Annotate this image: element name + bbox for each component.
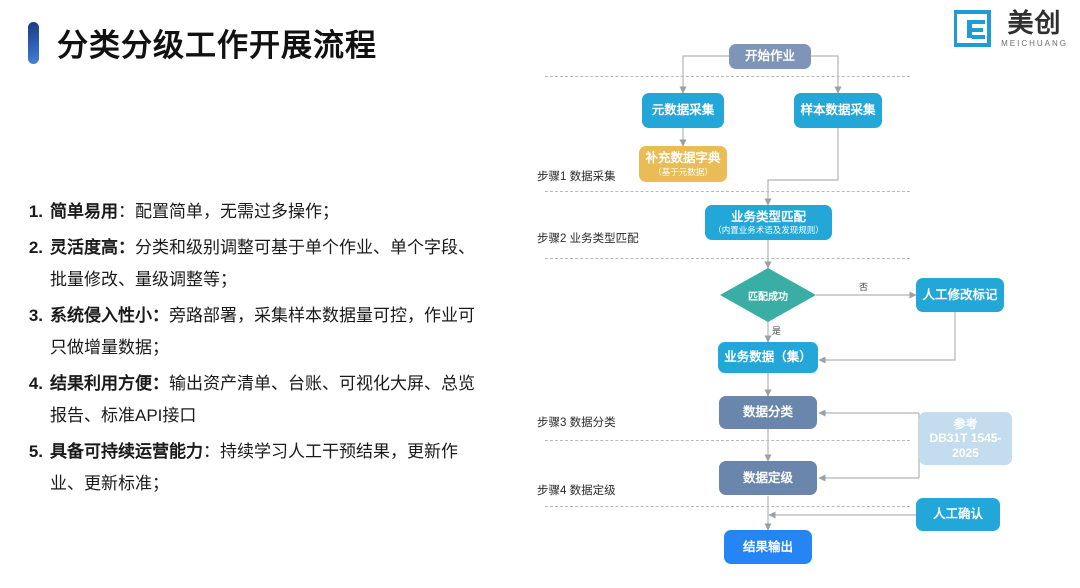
logo-chinese-name: 美创 (1007, 8, 1062, 38)
node-supplement-data-dictionary-sub: （基于元数据） (653, 166, 713, 177)
title-accent-bar (28, 21, 39, 64)
list-item: 1. 简单易用：配置简单，无需过多操作； (20, 196, 490, 228)
node-start-label: 开始作业 (744, 49, 795, 64)
node-business-type-match-label: 业务类型匹配 (730, 209, 806, 224)
step-label-3: 步骤3 数据分类 (537, 417, 616, 429)
list-item-text: 具备可持续运营能力：持续学习人工干预结果，更新作业、更新标准； (50, 436, 490, 500)
node-reference-standard[interactable]: 参考 DB31T 1545-2025 (919, 412, 1012, 465)
page-title: 分类分级工作开展流程 (28, 20, 377, 65)
list-item-rest: ：配置简单，无需过多操作； (118, 202, 339, 221)
list-item-number: 2. (28, 238, 43, 257)
step-label-1: 步骤1 数据采集 (537, 171, 616, 183)
node-business-data-set[interactable]: 业务数据（集） (718, 342, 818, 373)
node-data-classification-label: 数据分类 (742, 405, 793, 420)
node-supplement-data-dictionary-label: 补充数据字典 (645, 151, 721, 166)
node-manual-confirm-label: 人工确认 (932, 507, 983, 522)
list-item-rest: 分类和级别调整可基于单个作业、单个字段、批量修改、量级调整等； (50, 238, 475, 289)
list-item-number: 5. (28, 442, 43, 461)
title-text: 分类分级工作开展流程 (57, 28, 377, 63)
node-data-grading[interactable]: 数据定级 (719, 461, 817, 495)
step-label-4: 步骤4 数据定级 (537, 485, 616, 497)
list-item-text: 结果利用方便：输出资产清单、台账、可视化大屏、总览报告、标准API接口 (50, 368, 490, 432)
list-item-text: 系统侵入性小：旁路部署，采集样本数据量可控，作业可只做增量数据； (50, 300, 490, 364)
list-item-text: 灵活度高：分类和级别调整可基于单个作业、单个字段、批量修改、量级调整等； (50, 232, 490, 296)
list-item-bold: 灵活度高： (50, 238, 135, 257)
process-flowchart: 步骤1 数据采集 步骤2 业务类型匹配 步骤3 数据分类 步骤4 数据定级 开始… (520, 0, 1080, 588)
list-item: 5. 具备可持续运营能力：持续学习人工干预结果，更新作业、更新标准； (20, 436, 490, 500)
list-item-rest: 输出资产清单、台账、可视化大屏、总览报告、标准API接口 (50, 374, 475, 425)
list-item: 2. 灵活度高：分类和级别调整可基于单个作业、单个字段、批量修改、量级调整等； (20, 232, 490, 296)
node-sample-data-collection[interactable]: 样本数据采集 (794, 93, 882, 128)
node-start[interactable]: 开始作业 (729, 44, 811, 69)
list-item-bold: 简单易用 (50, 202, 118, 221)
node-match-success-decision[interactable]: 匹配成功 (720, 268, 816, 322)
node-match-success-label: 匹配成功 (748, 291, 788, 303)
node-result-output[interactable]: 结果输出 (724, 530, 812, 564)
feature-list: 1. 简单易用：配置简单，无需过多操作； 2. 灵活度高：分类和级别调整可基于单… (20, 196, 490, 504)
step-label-2: 步骤2 业务类型匹配 (537, 233, 639, 245)
edge-label-yes: 是 (772, 326, 782, 336)
divider-step3-bottom (545, 440, 910, 441)
node-metadata-collection-label: 元数据采集 (651, 103, 715, 118)
list-item-rest: 旁路部署，采集样本数据量可控，作业可只做增量数据； (50, 306, 475, 357)
list-item: 4. 结果利用方便：输出资产清单、台账、可视化大屏、总览报告、标准API接口 (20, 368, 490, 432)
node-supplement-data-dictionary[interactable]: 补充数据字典 （基于元数据） (639, 146, 727, 182)
list-item-text: 简单易用：配置简单，无需过多操作； (50, 196, 490, 228)
node-business-type-match-sub: （内置业务术语及发现规则） (713, 225, 824, 236)
node-sample-data-collection-label: 样本数据采集 (800, 103, 876, 118)
node-metadata-collection[interactable]: 元数据采集 (642, 93, 724, 128)
meichuang-logo-icon (954, 10, 992, 47)
list-item-bold: 系统侵入性小： (50, 306, 169, 325)
list-item: 3. 系统侵入性小：旁路部署，采集样本数据量可控，作业可只做增量数据； (20, 300, 490, 364)
brand-logo: 美创 MEICHUANG (954, 10, 1068, 48)
divider-step2-bottom (545, 258, 910, 259)
divider-step1-top (545, 76, 910, 77)
list-item-bold: 具备可持续运营能力 (50, 442, 203, 461)
logo-english-name: MEICHUANG (1001, 39, 1068, 48)
node-business-type-match[interactable]: 业务类型匹配 （内置业务术语及发现规则） (705, 205, 832, 240)
list-item-number: 3. (28, 306, 43, 325)
node-manual-modify-mark[interactable]: 人工修改标记 (916, 278, 1004, 312)
list-item-number: 4. (28, 374, 43, 393)
list-item-bold: 结果利用方便： (50, 374, 169, 393)
node-manual-confirm[interactable]: 人工确认 (916, 498, 1000, 531)
node-data-grading-label: 数据定级 (742, 470, 793, 485)
list-item-rest: ：持续学习人工干预结果，更新作业、更新标准； (50, 442, 458, 493)
node-manual-modify-mark-label: 人工修改标记 (922, 287, 998, 302)
edge-label-no: 否 (859, 282, 869, 292)
node-business-data-set-label: 业务数据（集） (724, 350, 812, 365)
node-reference-standard-label: 参考 DB31T 1545-2025 (929, 417, 1002, 460)
node-data-classification[interactable]: 数据分类 (719, 396, 817, 429)
divider-step4-bottom (545, 506, 910, 507)
list-item-number: 1. (28, 202, 43, 221)
divider-step1-bottom (545, 191, 910, 192)
node-result-output-label: 结果输出 (742, 539, 793, 554)
